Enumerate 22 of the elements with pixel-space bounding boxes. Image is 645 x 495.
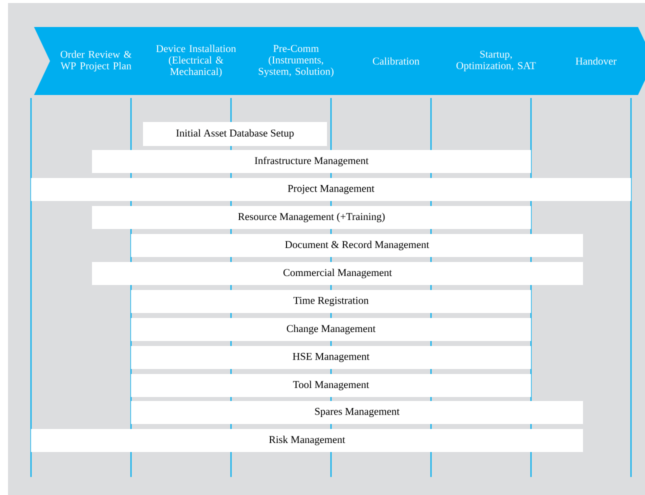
activity-bar: Document & Record Management [131,234,583,257]
chevron-step: Calibration [334,27,454,95]
activity-bar: Resource Management (+Training) [92,206,531,229]
activity-bar: Commercial Management [92,262,583,285]
activity-bar: Tool Management [131,374,531,397]
node-label: Calibration [372,57,420,65]
activity-bar: Project Management [31,178,631,201]
node-label: Device Installation (Electrical & Mechanical) [156,44,236,78]
chevron-step: Order Review & WP Project Plan [34,27,154,95]
node-label: Pre-Comm (Instruments, System, Solution) [258,44,334,78]
node-label: Handover [576,57,617,65]
node-label: Order Review & WP Project Plan [60,50,132,72]
activity-bar: HSE Management [131,346,531,369]
activity-bar: Risk Management [31,429,583,452]
activity-bar: Time Registration [131,290,531,313]
chevron-step: Startup, Optimization, SAT [434,27,554,95]
node-label: Startup, Optimization, SAT [456,50,536,72]
activity-bar: Infrastructure Management [92,150,531,173]
activity-bar: Spares Management [131,401,583,424]
activity-bar: Change Management [131,318,531,341]
chevron-step: Device Installation (Electrical & Mechanical) [134,27,254,95]
activity-bar: Initial Asset Database Setup [143,122,327,146]
